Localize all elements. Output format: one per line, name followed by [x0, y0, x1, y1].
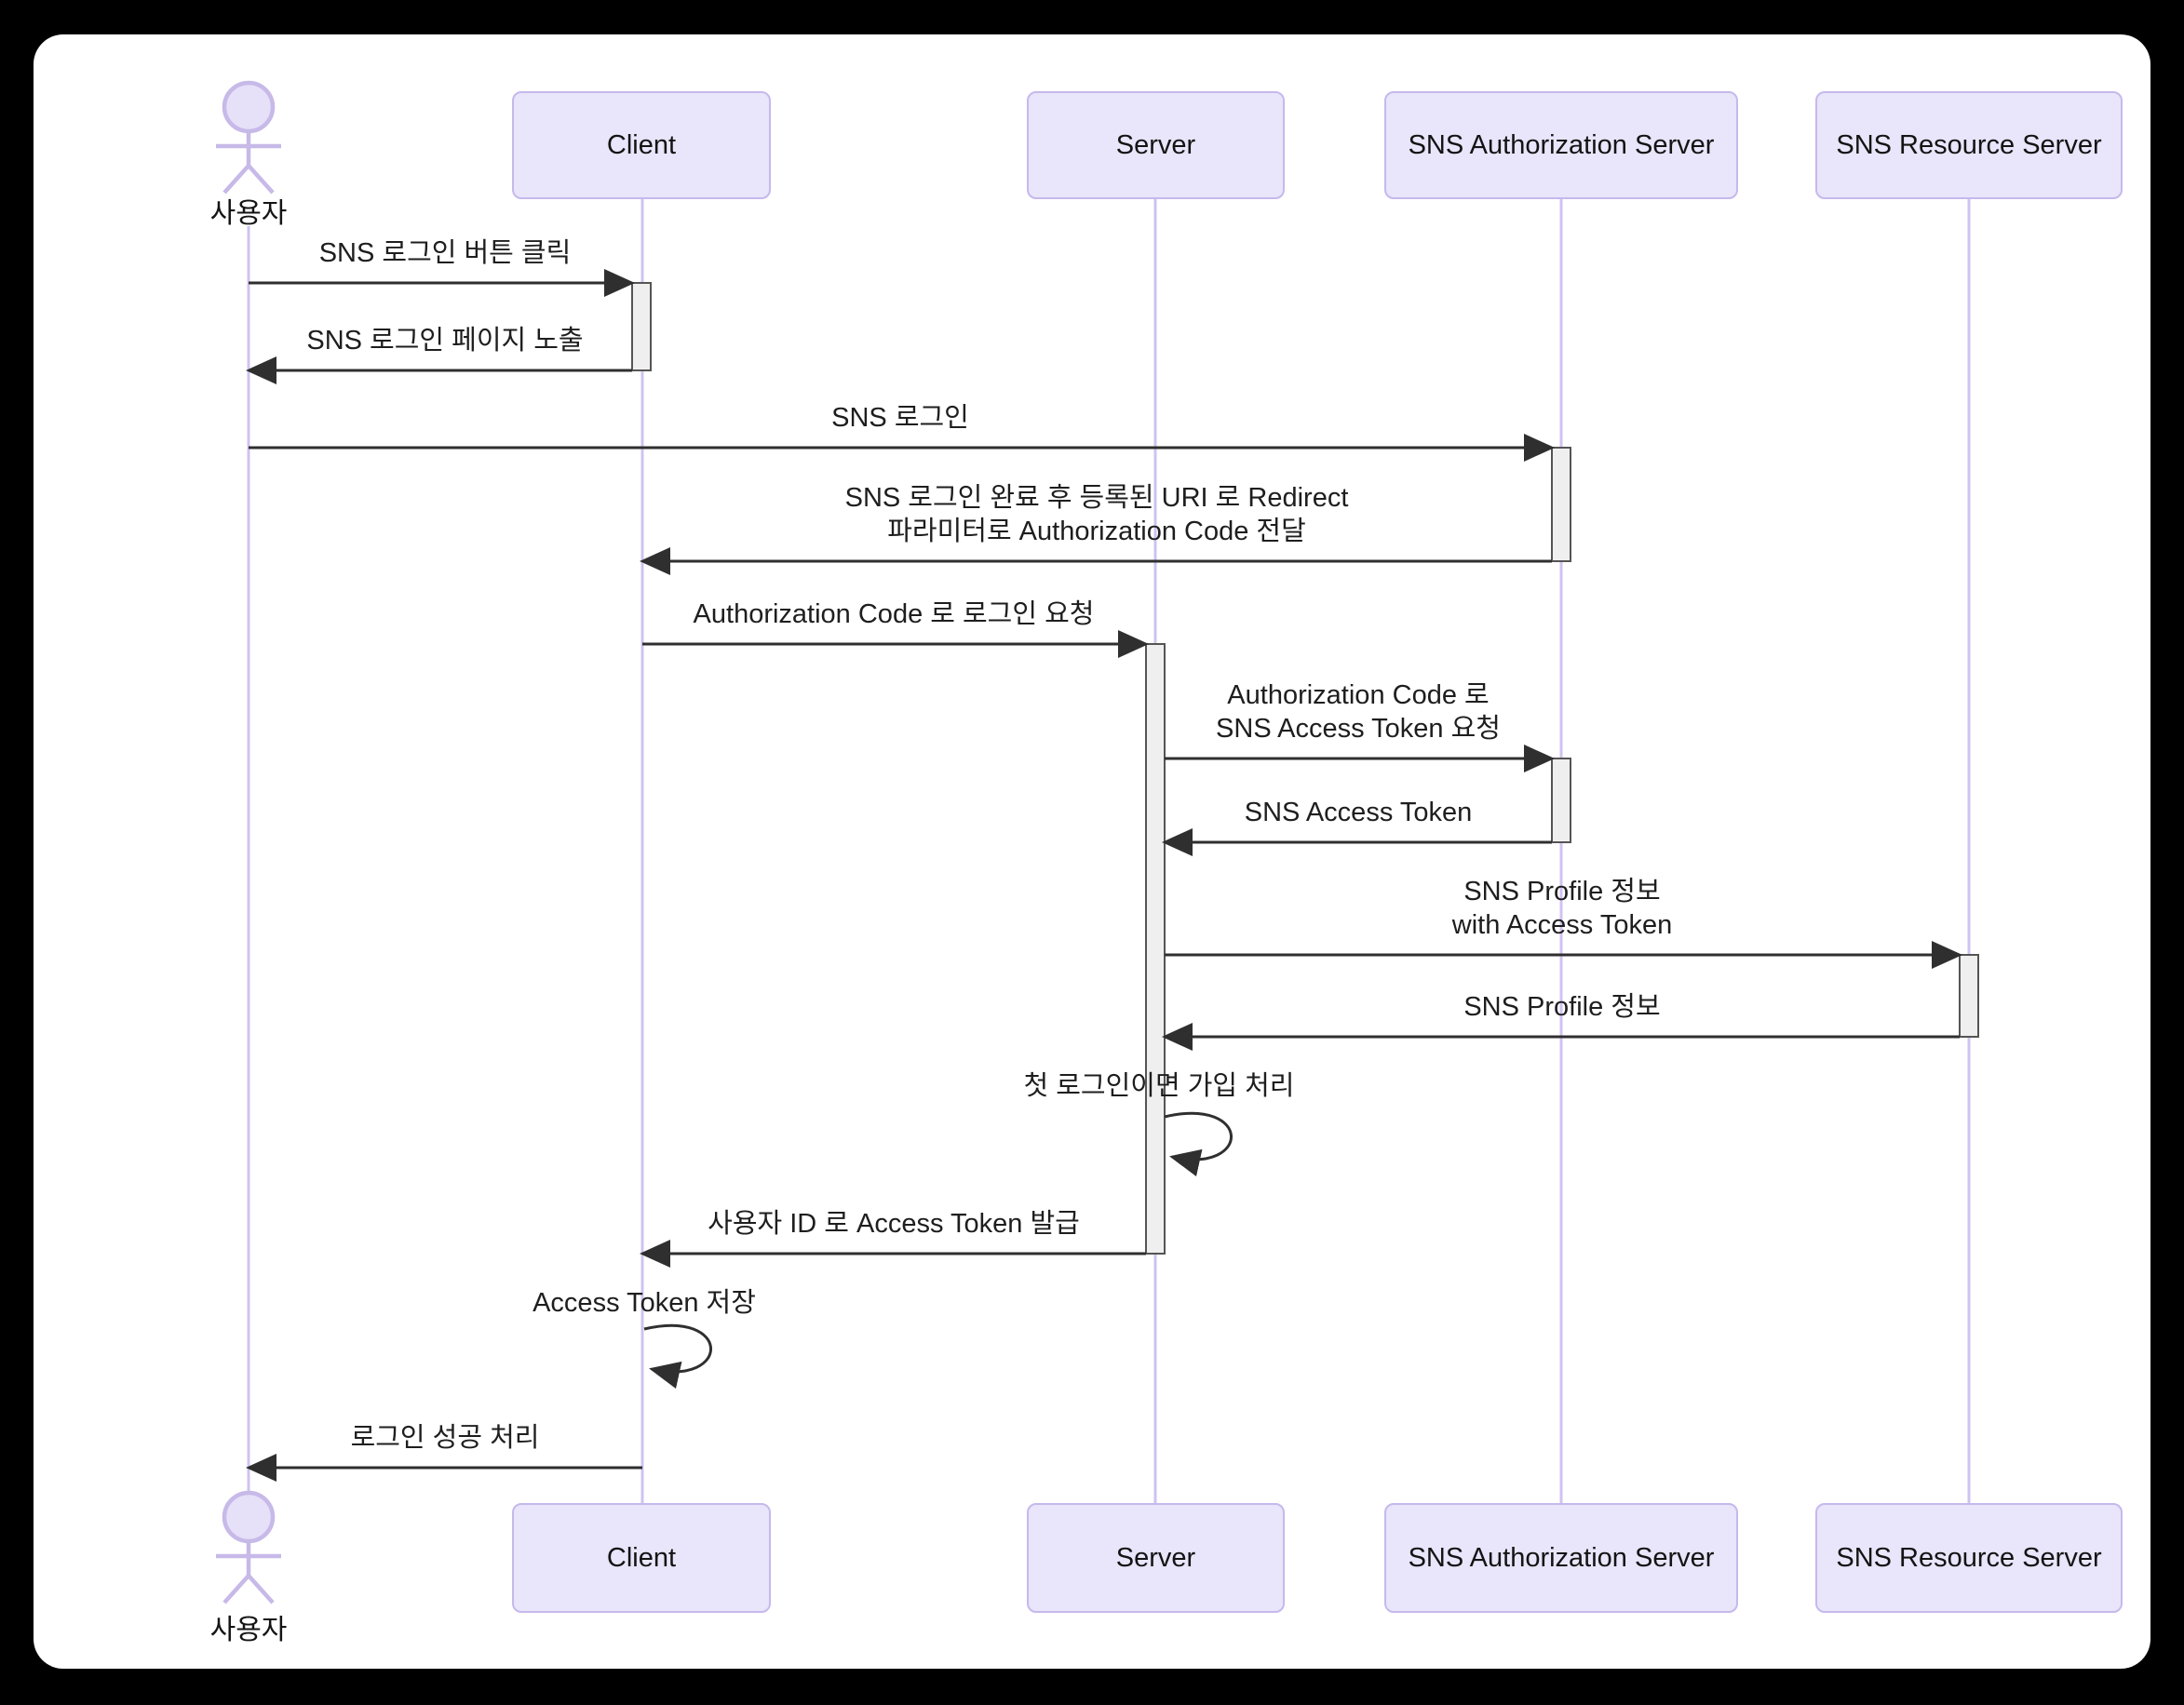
participant-box-sns-resource-top: SNS Resource Server: [1815, 91, 2123, 199]
self-loop-server: [1164, 1111, 1233, 1177]
user-actor-label-bottom: 사용자: [209, 1615, 288, 1645]
activation-sns-auth-1: [1551, 447, 1571, 562]
message-label-5: Authorization Code 로 로그인 요청: [693, 599, 1095, 629]
activation-server: [1145, 643, 1166, 1255]
activation-client: [631, 282, 652, 371]
message-label-13: 로그인 성공 처리: [350, 1423, 540, 1453]
message-label-4: SNS 로그인 완료 후 등록된 URI 로 Redirect 파라미터로 Au…: [844, 483, 1349, 546]
user-actor-figure-top-icon: [216, 80, 281, 195]
diagram-canvas: [34, 34, 2150, 1669]
message-label-7: SNS Access Token: [1244, 798, 1473, 827]
user-actor-label-top: 사용자: [209, 198, 288, 229]
activation-sns-resource: [1959, 954, 1979, 1038]
message-label-12: Access Token 저장: [533, 1288, 756, 1318]
participant-box-sns-auth-top: SNS Authorization Server: [1384, 91, 1738, 199]
participant-box-sns-resource-bottom: SNS Resource Server: [1815, 1503, 2123, 1613]
participant-box-server-top: Server: [1027, 91, 1285, 199]
self-loop-client: [643, 1323, 712, 1390]
message-label-10: 첫 로그인이면 가입 처리: [1023, 1071, 1295, 1101]
participant-box-client-top: Client: [512, 91, 771, 199]
message-label-1: SNS 로그인 버튼 클릭: [318, 238, 572, 268]
message-label-3: SNS 로그인: [831, 403, 969, 433]
participant-box-sns-auth-bottom: SNS Authorization Server: [1384, 1503, 1738, 1613]
message-label-2: SNS 로그인 페이지 노출: [306, 326, 584, 356]
message-label-8: SNS Profile 정보 with Access Token: [1451, 877, 1673, 940]
message-label-11: 사용자 ID 로 Access Token 발급: [708, 1209, 1080, 1239]
participant-box-client-bottom: Client: [512, 1503, 771, 1613]
message-label-6: Authorization Code 로 SNS Access Token 요청: [1216, 680, 1501, 744]
participant-box-server-bottom: Server: [1027, 1503, 1285, 1613]
activation-sns-auth-2: [1551, 758, 1571, 843]
user-actor-figure-bottom-icon: [216, 1490, 281, 1604]
message-label-9: SNS Profile 정보: [1463, 992, 1661, 1022]
